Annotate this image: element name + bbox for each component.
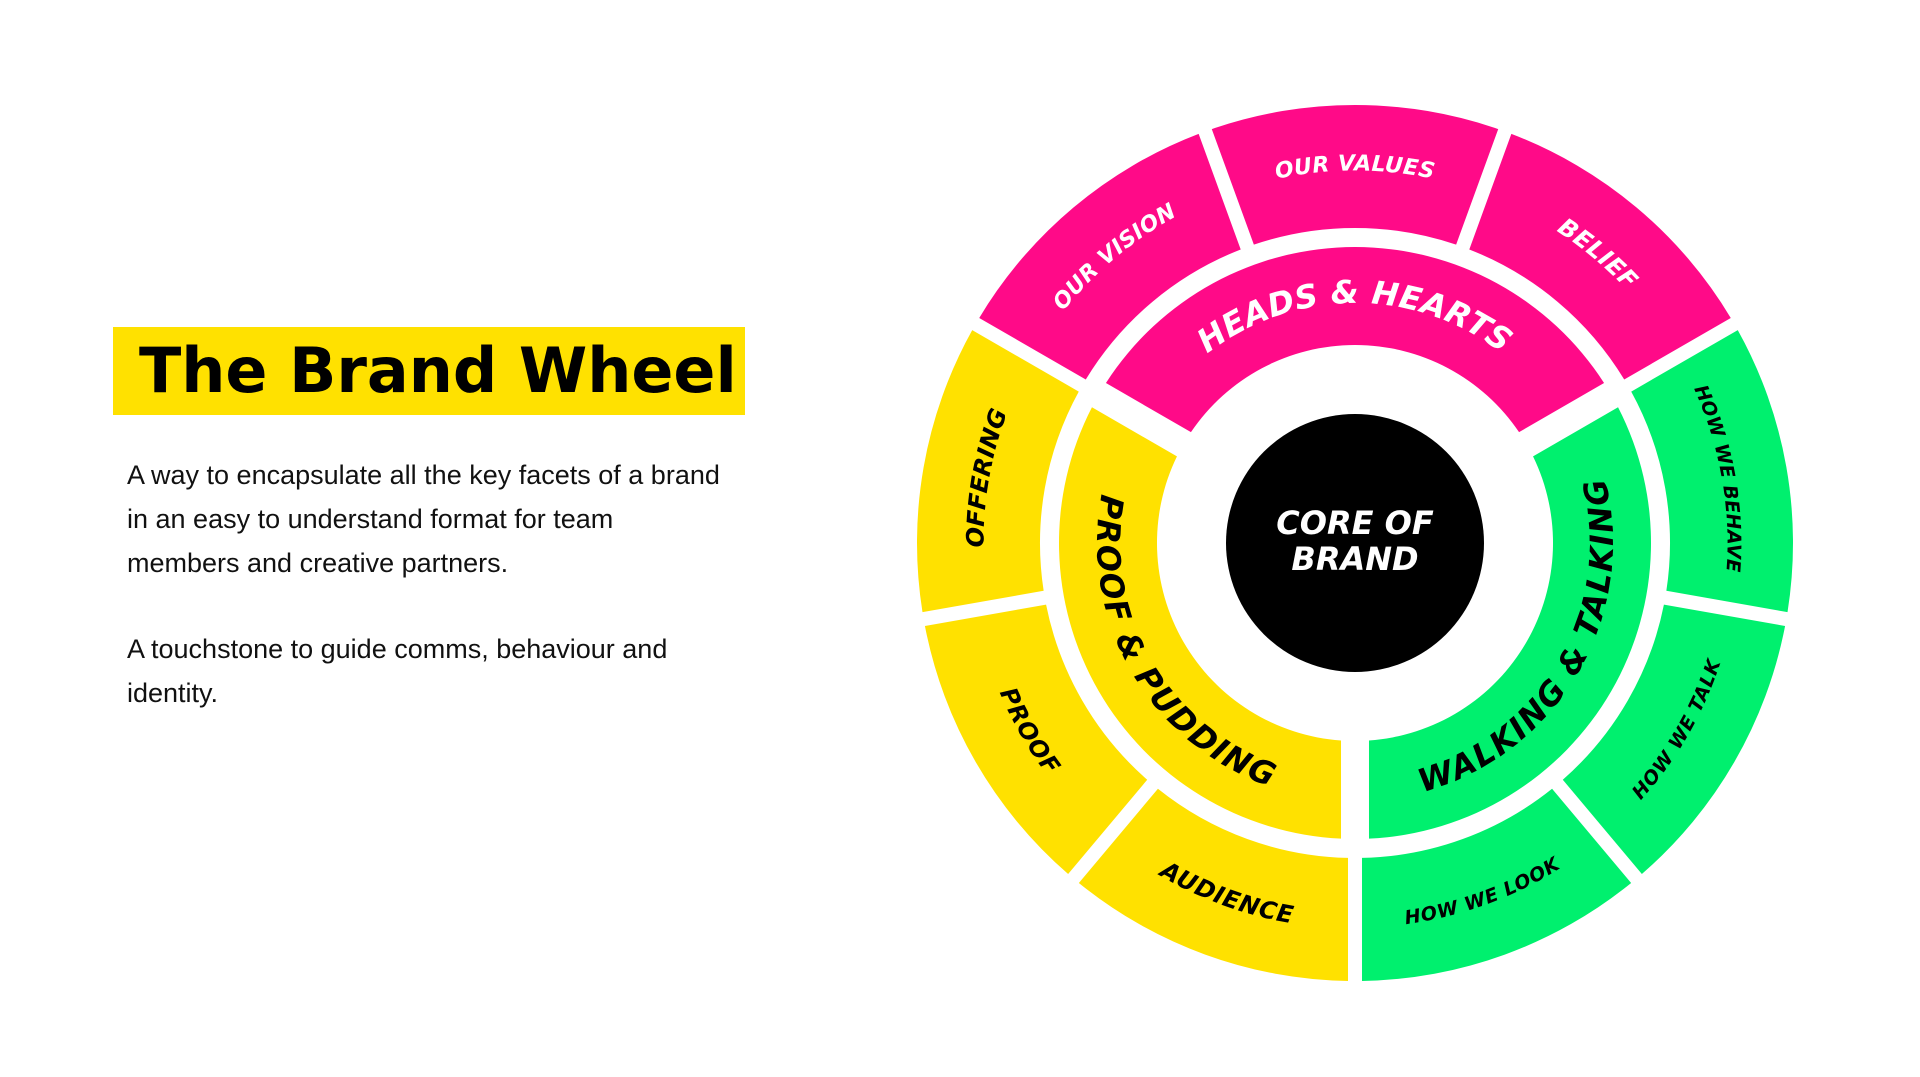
core-of-brand-circle [1226,414,1484,672]
outer-segment-how-we-talk [1562,604,1786,874]
inner-segment-proof-pudding [1059,407,1342,839]
description-paragraph-2: A touchstone to guide comms, behaviour a… [127,634,668,708]
page-title: The Brand Wheel [139,334,737,407]
outer-segment-audience [1078,788,1348,981]
inner-segment-walking-talking [1368,407,1651,839]
title-highlight: The Brand Wheel [113,327,745,415]
description-paragraph-1: A way to encapsulate all the key facets … [127,460,720,578]
outer-segment-offering [916,330,1079,613]
inner-segment-heads-hearts [1105,247,1605,433]
outer-segment-how-we-look [1362,788,1632,981]
outer-segment-how-we-behave [1631,330,1794,613]
core-label-line-1: CORE OF [1276,504,1434,542]
outer-segment-our-vision [979,133,1241,380]
outer-segment-proof [924,604,1148,874]
outer-segment-our-values [1211,104,1499,245]
core-label-line-2: BRAND [1291,540,1418,578]
description: A way to encapsulate all the key facets … [127,453,727,757]
outer-segment-belief [1469,133,1731,380]
